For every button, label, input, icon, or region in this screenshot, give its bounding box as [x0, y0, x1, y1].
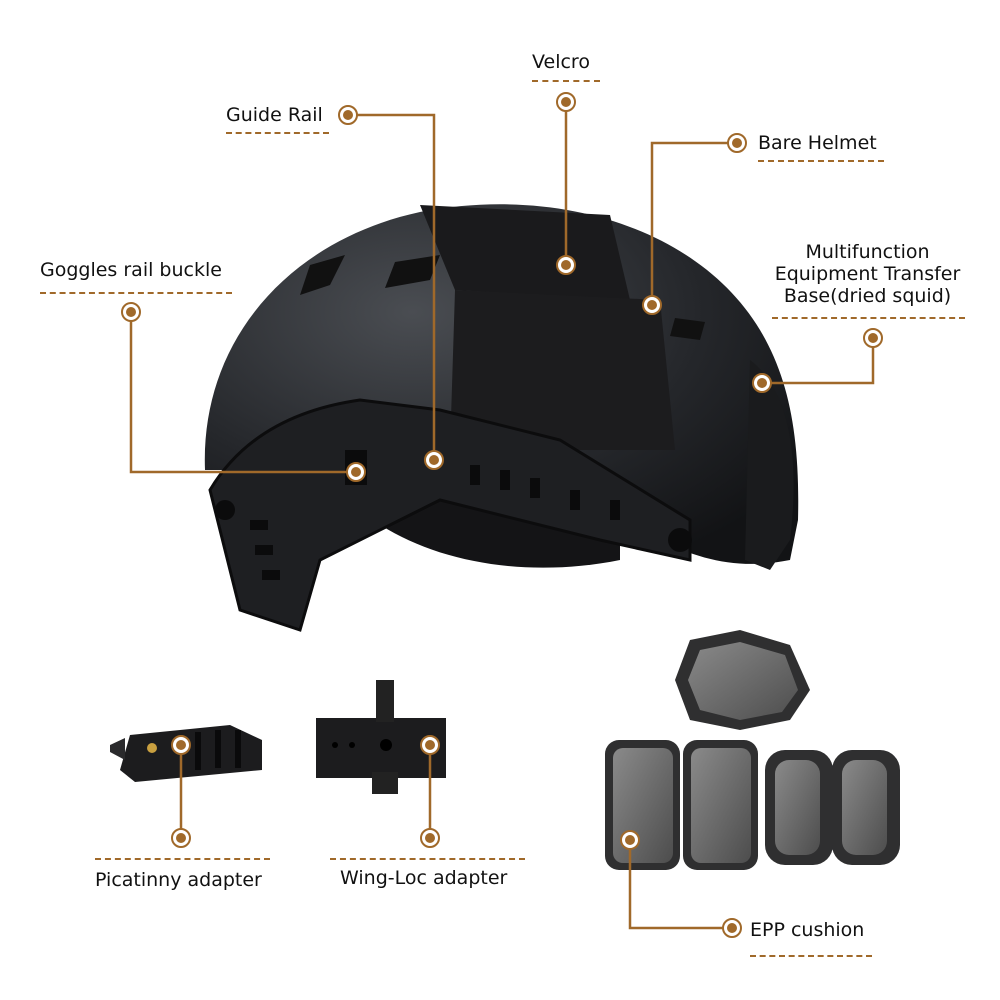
picatinny-adapter-image: [110, 725, 262, 782]
underline: [772, 317, 965, 319]
label-wingloc-adapter: Wing-Loc adapter: [340, 867, 508, 889]
underline: [758, 160, 884, 162]
guide-rail-part: [208, 398, 692, 632]
velcro-patch-top: [420, 205, 630, 300]
label-epp-cushion: EPP cushion: [750, 919, 865, 941]
underline: [40, 292, 232, 294]
label-line: Equipment Transfer: [774, 263, 961, 285]
label-line: Multifunction: [805, 241, 930, 263]
label-goggles-rail-buckle: Goggles rail buckle: [40, 259, 222, 281]
velcro-patch-front: [450, 290, 675, 450]
underline: [95, 858, 270, 860]
underline: [226, 132, 329, 134]
underline: [330, 858, 525, 860]
label-guide-rail: Guide Rail: [226, 104, 323, 126]
leader-lines: [129, 102, 875, 930]
underline: [750, 955, 872, 957]
label-picatinny-adapter: Picatinny adapter: [95, 869, 262, 891]
epp-cushions-image: [605, 630, 900, 870]
label-bare-helmet: Bare Helmet: [758, 132, 877, 154]
label-velcro: Velcro: [532, 51, 590, 73]
label-multifunction-base: Multifunction Equipment Transfer Base(dr…: [760, 241, 975, 307]
underline: [532, 80, 600, 82]
marker-dots: [121, 92, 883, 938]
label-line: Base(dried squid): [783, 285, 952, 307]
